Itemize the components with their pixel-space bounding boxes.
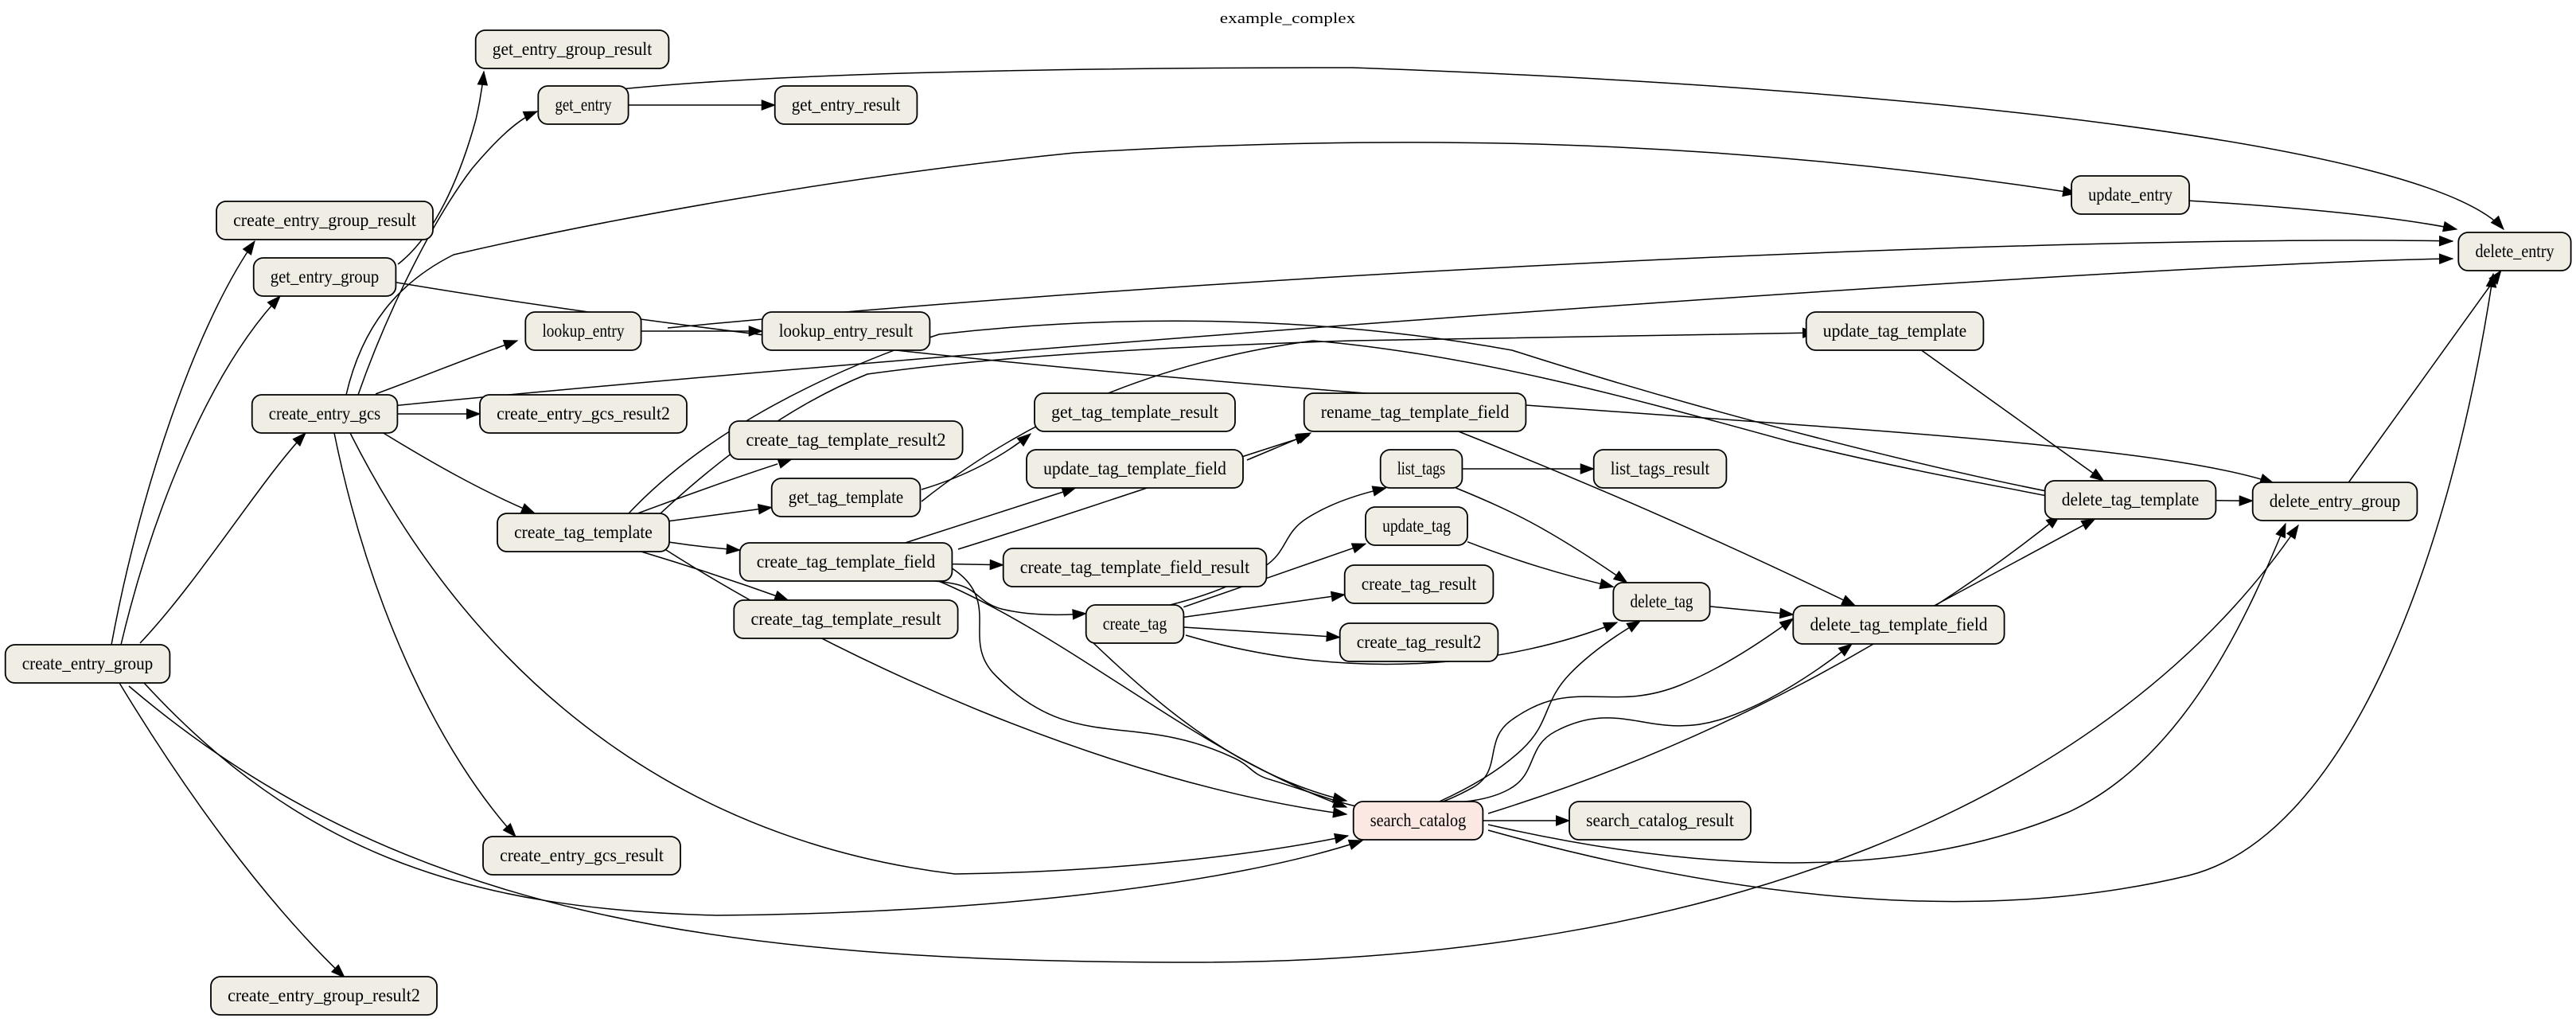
svg-text:delete_entry: delete_entry <box>2475 241 2555 261</box>
svg-text:example_complex: example_complex <box>1220 10 1356 27</box>
svg-text:update_tag: update_tag <box>1382 516 1451 536</box>
svg-text:update_tag_template_field: update_tag_template_field <box>1043 458 1226 478</box>
svg-text:create_entry_group_result2: create_entry_group_result2 <box>228 985 420 1005</box>
svg-text:search_catalog: search_catalog <box>1370 810 1467 830</box>
svg-text:delete_tag_template_field: delete_tag_template_field <box>1810 614 1988 634</box>
svg-text:rename_tag_template_field: rename_tag_template_field <box>1321 402 1510 422</box>
svg-text:get_tag_template: get_tag_template <box>789 487 904 507</box>
svg-text:create_tag_result2: create_tag_result2 <box>1357 632 1482 652</box>
svg-text:lookup_entry_result: lookup_entry_result <box>779 321 914 341</box>
svg-text:get_entry_result: get_entry_result <box>792 95 901 115</box>
svg-text:search_catalog_result: search_catalog_result <box>1586 810 1734 830</box>
svg-text:get_tag_template_result: get_tag_template_result <box>1051 402 1218 422</box>
svg-text:delete_tag_template: delete_tag_template <box>2062 490 2200 509</box>
svg-text:create_tag_template_result: create_tag_template_result <box>750 609 941 629</box>
svg-text:delete_entry_group: delete_entry_group <box>2270 491 2401 511</box>
svg-text:lookup_entry: lookup_entry <box>542 321 625 341</box>
svg-text:update_tag_template: update_tag_template <box>1823 321 1967 341</box>
svg-text:create_tag_template_field_resu: create_tag_template_field_result <box>1020 557 1250 577</box>
svg-text:update_entry: update_entry <box>2088 185 2173 205</box>
svg-text:create_entry_gcs: create_entry_gcs <box>269 404 381 423</box>
svg-text:create_entry_gcs_result2: create_entry_gcs_result2 <box>497 404 670 423</box>
svg-text:create_tag_result: create_tag_result <box>1362 574 1477 594</box>
svg-text:create_tag_template_field: create_tag_template_field <box>757 552 936 572</box>
svg-text:create_tag: create_tag <box>1103 614 1167 634</box>
svg-text:create_tag_template: create_tag_template <box>514 522 653 542</box>
svg-text:create_entry_gcs_result: create_entry_gcs_result <box>500 845 664 865</box>
svg-text:create_entry_group: create_entry_group <box>22 653 154 673</box>
svg-text:delete_tag: delete_tag <box>1630 591 1693 611</box>
svg-text:create_tag_template_result2: create_tag_template_result2 <box>746 430 945 450</box>
svg-text:get_entry: get_entry <box>555 95 612 115</box>
svg-text:list_tags_result: list_tags_result <box>1611 458 1710 478</box>
svg-text:get_entry_group: get_entry_group <box>271 267 380 287</box>
svg-text:list_tags: list_tags <box>1397 458 1446 478</box>
svg-text:get_entry_group_result: get_entry_group_result <box>493 39 653 59</box>
svg-text:create_entry_group_result: create_entry_group_result <box>233 210 416 230</box>
